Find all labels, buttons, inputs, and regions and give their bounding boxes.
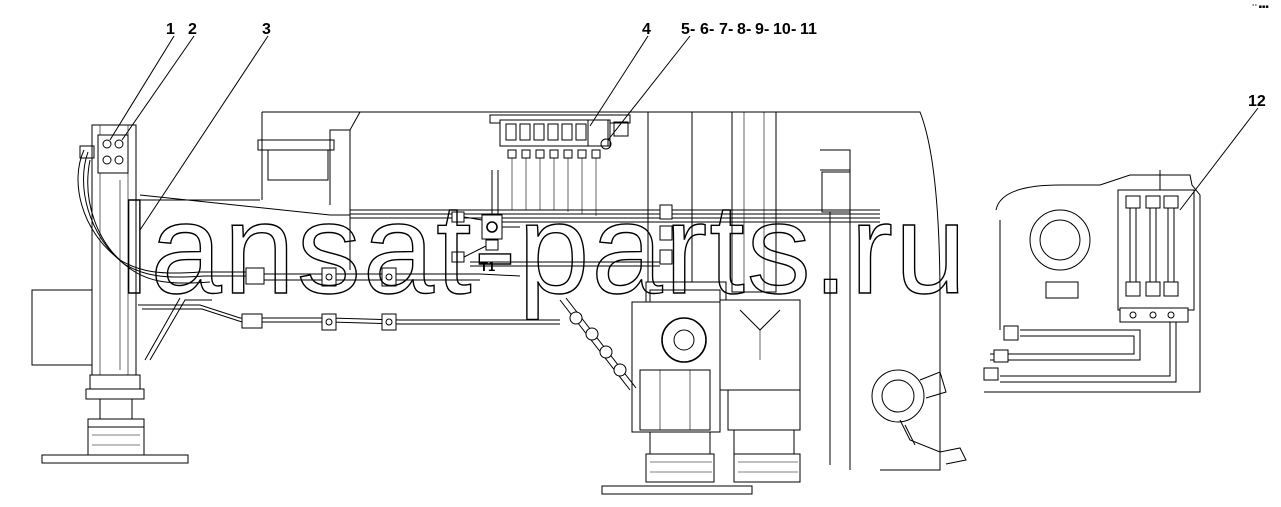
callout-3: 3 [262,21,271,38]
callout-4: 4 [642,21,651,38]
callout-2: 2 [188,21,197,38]
callout-dash: - [709,21,714,38]
rear-outrigger-left-cylinder [601,281,753,495]
callout-dash: - [728,21,733,38]
callout-7: 7 [719,21,728,38]
watermark-text: lansat-parts.ru [120,178,968,321]
frame-rails [350,209,880,267]
callout-dash: - [746,21,751,38]
slewing-motor [871,369,967,465]
corner-mark: °° ▪▪▪ [1252,4,1269,10]
callout-dash: - [690,21,695,38]
right-pump-hoses [983,195,1189,383]
callout-1: 1 [166,21,175,38]
control-valve-manifold [489,114,631,150]
callout-dash: - [791,21,796,38]
left-outrigger-cylinder [31,124,189,464]
callout-9: 9 [755,21,764,38]
callout-dash: - [764,21,769,38]
callout-10: 10 [773,21,791,38]
t1-junction-valve [451,170,520,263]
diagonal-fitting-chain [559,297,637,391]
port-label-t1: T1 [480,259,495,274]
rear-outrigger-right-cylinder [719,299,801,483]
callout-leaders [109,35,1259,231]
left-hose-bundle [77,149,560,361]
callout-8: 8 [737,21,746,38]
callout-6: 6 [700,21,709,38]
chassis-frame [257,111,941,471]
central-swivel-column [647,111,777,293]
left-hose-clamps [241,267,397,331]
callout-12: 12 [1248,93,1266,110]
callout-5: 5 [681,21,690,38]
callout-11: 11 [800,21,817,38]
manifold-fittings [507,149,601,216]
left-valve-block [79,134,129,174]
